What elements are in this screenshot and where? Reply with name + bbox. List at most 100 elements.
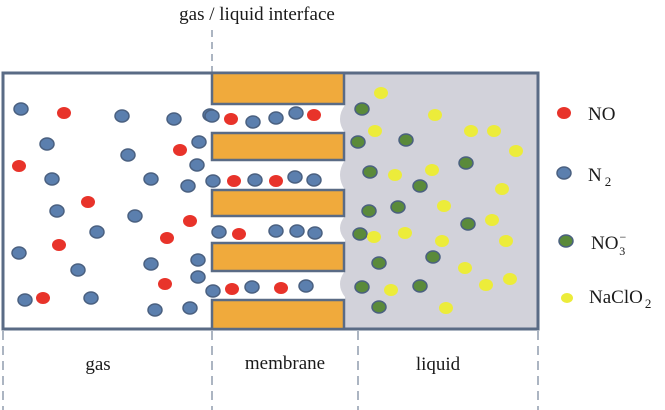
naclo2-molecule [435, 235, 449, 247]
particles [11, 87, 523, 317]
no-molecule [173, 144, 187, 156]
naclo2-molecule [384, 284, 398, 296]
legend-label-no: NO [588, 104, 615, 125]
naclo2-molecule [374, 87, 388, 99]
n2-molecule [268, 111, 284, 125]
membrane-bar [210, 131, 346, 162]
membrane [210, 71, 346, 331]
no3-ion [412, 279, 428, 293]
n2-molecule [120, 148, 136, 162]
naclo2-molecule [368, 125, 382, 137]
no-molecule [274, 282, 288, 294]
n2-molecule [307, 226, 323, 240]
n2-molecule [289, 224, 305, 238]
n2-molecule [83, 291, 99, 305]
legend-item-no: NO [557, 104, 615, 125]
no-molecule [227, 175, 241, 187]
n2-molecule [204, 109, 220, 123]
n2-molecule [39, 137, 55, 151]
meniscus [340, 216, 345, 240]
n2-molecule [182, 301, 198, 315]
legend-sub-n2: 2 [605, 174, 612, 189]
no-molecule [57, 107, 71, 119]
legend-swatch-naclo2 [561, 293, 573, 303]
legend-item-no3: NO−3 [558, 230, 626, 258]
region-label-membrane: membrane [245, 353, 325, 374]
meniscus [340, 105, 345, 133]
naclo2-molecule [458, 262, 472, 274]
no3-ion [390, 200, 406, 214]
naclo2-molecule [503, 273, 517, 285]
membrane-bar [210, 241, 346, 273]
no-molecule [81, 196, 95, 208]
legend-label-no3: NO [591, 233, 618, 254]
no-molecule [307, 109, 321, 121]
no-molecule [183, 215, 197, 227]
svg-text:NO: NO [588, 104, 615, 125]
region-label-liquid: liquid [416, 354, 461, 375]
legend-swatch-no [557, 107, 571, 119]
n2-molecule [268, 224, 284, 238]
no3-ion [371, 256, 387, 270]
n2-molecule [205, 284, 221, 298]
naclo2-molecule [439, 302, 453, 314]
n2-molecule [190, 270, 206, 284]
n2-molecule [89, 225, 105, 239]
n2-molecule [244, 280, 260, 294]
naclo2-molecule [487, 125, 501, 137]
no-molecule [12, 160, 26, 172]
membrane-bar [210, 298, 346, 331]
n2-molecule [17, 293, 33, 307]
naclo2-molecule [499, 235, 513, 247]
n2-molecule [288, 106, 304, 120]
n2-molecule [49, 204, 65, 218]
n2-molecule [247, 173, 263, 187]
no-molecule [52, 239, 66, 251]
no3-ion [425, 250, 441, 264]
no-molecule [36, 292, 50, 304]
n2-molecule [191, 135, 207, 149]
legend-sup-no3: − [619, 230, 626, 244]
membrane-bar [210, 188, 346, 218]
n2-molecule [147, 303, 163, 317]
legend-label-naclo2: NaClO [589, 287, 643, 308]
n2-molecule [298, 279, 314, 293]
no3-ion [398, 133, 414, 147]
naclo2-molecule [437, 200, 451, 212]
naclo2-molecule [495, 183, 509, 195]
n2-molecule [70, 263, 86, 277]
no3-ion [460, 217, 476, 231]
no3-ion [350, 135, 366, 149]
no-molecule [160, 232, 174, 244]
n2-molecule [190, 253, 206, 267]
n2-molecule [127, 209, 143, 223]
n2-molecule [306, 173, 322, 187]
region-label-gas: gas [85, 354, 110, 375]
no-molecule [224, 113, 238, 125]
n2-molecule [44, 172, 60, 186]
legend-sub-naclo2: 2 [645, 296, 652, 311]
no-molecule [232, 228, 246, 240]
naclo2-molecule [464, 125, 478, 137]
no-molecule [225, 283, 239, 295]
svg-text:N2: N2 [588, 165, 611, 189]
naclo2-molecule [509, 145, 523, 157]
interface-label: gas / liquid interface [179, 4, 335, 25]
n2-molecule [205, 174, 221, 188]
n2-molecule [11, 246, 27, 260]
n2-molecule [166, 112, 182, 126]
menisci [340, 105, 345, 297]
meniscus [340, 271, 345, 297]
naclo2-molecule [398, 227, 412, 239]
legend-label-n2: N [588, 165, 602, 186]
naclo2-molecule [479, 279, 493, 291]
no3-ion [362, 165, 378, 179]
n2-molecule [143, 257, 159, 271]
no-molecule [158, 278, 172, 290]
no3-ion [412, 179, 428, 193]
n2-molecule [143, 172, 159, 186]
